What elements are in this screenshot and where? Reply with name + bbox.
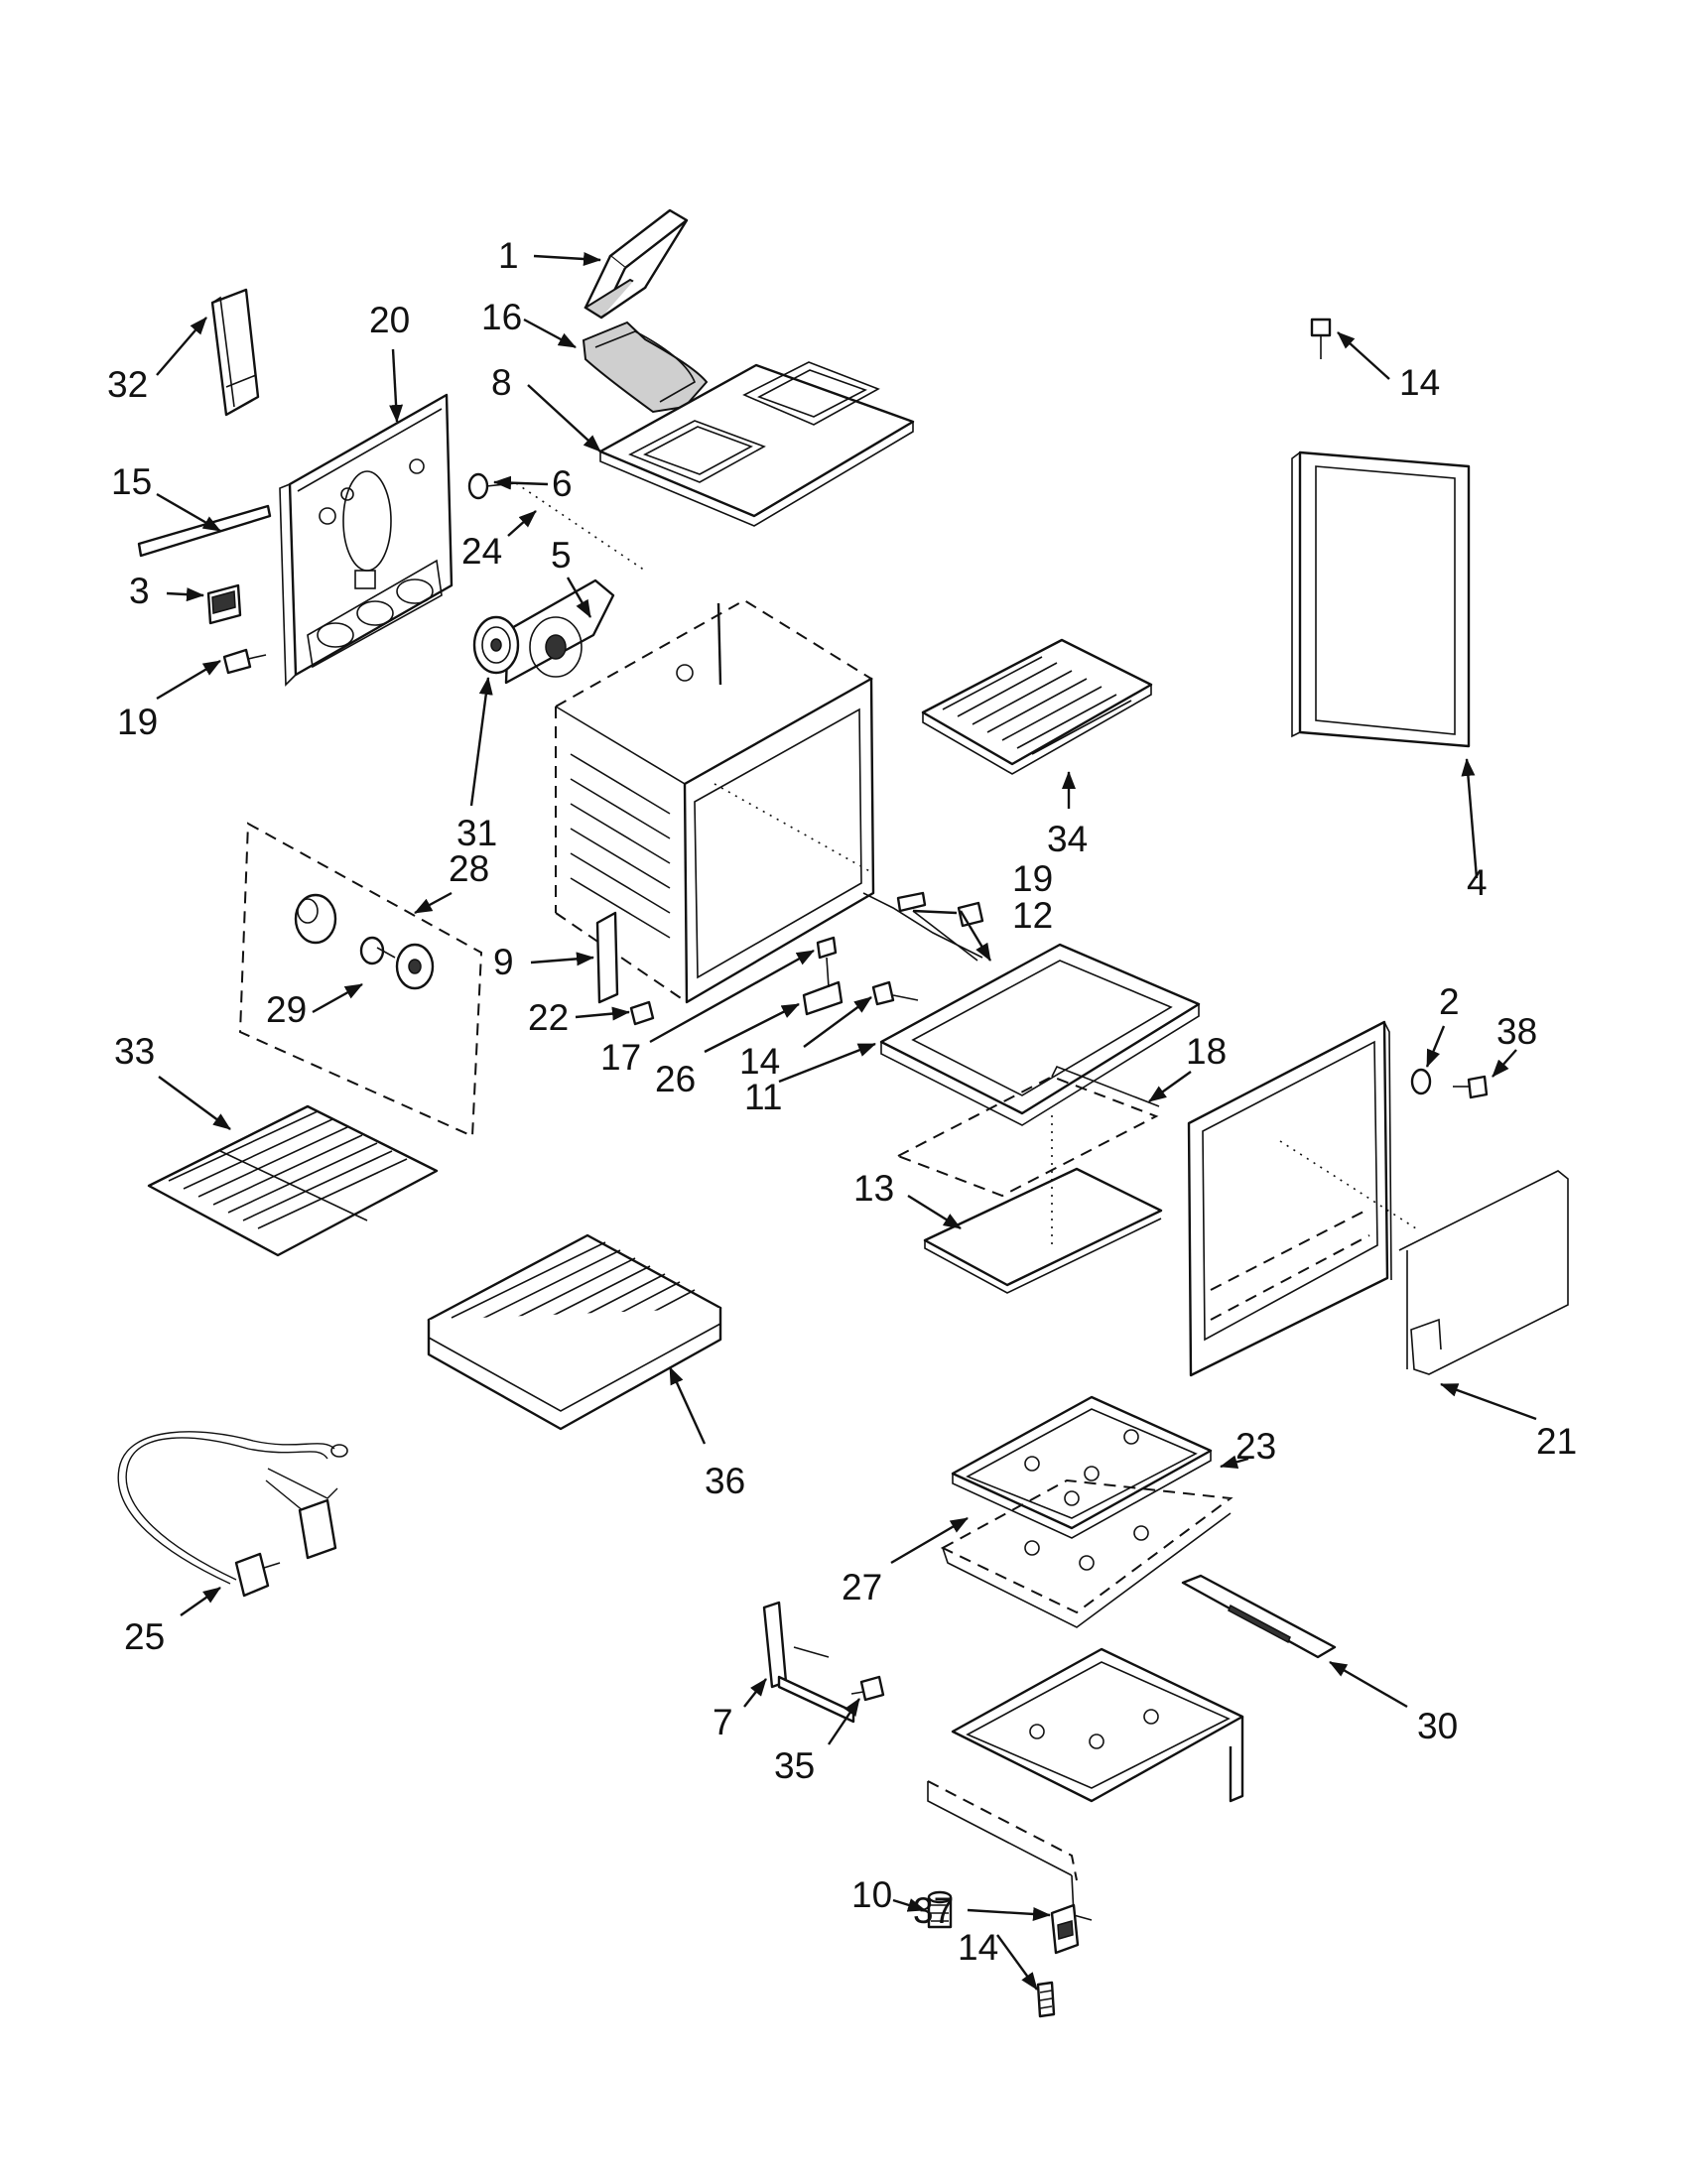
part-16-vent-trim [582, 321, 709, 414]
part-18-bake-shield [895, 1065, 1160, 1198]
part-21-door-gasket [1398, 1170, 1569, 1375]
part-1-vent-duct [584, 208, 689, 320]
part-36-roll-out-rack [427, 1233, 722, 1431]
part-22-screw [629, 1000, 655, 1026]
callout-33: 33 [114, 1031, 155, 1072]
oven-door-inner-panel [1187, 1020, 1392, 1377]
part-5-convection-fan-assembly [504, 578, 615, 685]
callout-18: 18 [1186, 1031, 1227, 1072]
callout-38: 38 [1496, 1011, 1537, 1052]
callout-28: 28 [449, 848, 489, 889]
callout-21: 21 [1536, 1421, 1577, 1462]
part-37-leveling-leg-bracket [1050, 1903, 1080, 1955]
callout-27: 27 [842, 1567, 882, 1607]
callout-14-bottom: 14 [958, 1927, 998, 1968]
part-38-screw [1453, 1075, 1489, 1099]
callout-9: 9 [493, 942, 514, 982]
part-19-screw-right [957, 901, 984, 928]
callout-24: 24 [461, 531, 502, 572]
callout-29: 29 [266, 989, 307, 1030]
part-31-fan-blade [472, 615, 520, 675]
storage-drawer-base-frame [927, 1647, 1244, 1921]
callout-13: 13 [853, 1168, 894, 1209]
callout-35: 35 [774, 1745, 815, 1786]
part-32-rear-bracket [210, 288, 260, 417]
part-35-screw [850, 1675, 885, 1702]
callout-25: 25 [124, 1616, 165, 1657]
callout-37: 37 [913, 1890, 954, 1931]
part-13-bake-element-cover [923, 1167, 1163, 1294]
callout-6: 6 [552, 463, 573, 504]
callout-12: 12 [1012, 895, 1053, 936]
callout-1: 1 [498, 235, 519, 276]
part-9-hinge-bracket [595, 911, 619, 1004]
part-33-oven-rack [147, 1104, 439, 1257]
part-26-bracket [802, 936, 844, 1016]
callout-32: 32 [107, 364, 148, 405]
callout-4: 4 [1467, 862, 1488, 903]
part-34-broil-rack [921, 638, 1153, 775]
callout-36: 36 [705, 1461, 745, 1501]
part-6-bearing [467, 472, 517, 500]
part-15-trim-strip [137, 504, 272, 558]
part-25-power-cord [117, 1431, 348, 1598]
part-23-base-panel [940, 1478, 1234, 1628]
oven-cavity [555, 598, 875, 1004]
callout-14-top: 14 [1399, 362, 1440, 403]
part-30-igniter-strip [1181, 1574, 1337, 1659]
callout-16: 16 [481, 297, 522, 337]
callout-19-right: 19 [1012, 858, 1053, 899]
callout-11: 11 [744, 1077, 782, 1117]
callout-22: 22 [528, 997, 569, 1038]
part-3-terminal-block [206, 583, 242, 625]
callout-26: 26 [655, 1059, 696, 1099]
leader-lines [156, 251, 1537, 1991]
part-20-rear-panel [279, 393, 454, 687]
callout-20: 20 [369, 300, 410, 340]
callout-3: 3 [129, 571, 150, 611]
callout-34: 34 [1047, 819, 1088, 859]
callout-31: 31 [456, 813, 497, 853]
callout-7: 7 [713, 1702, 733, 1742]
callout-5: 5 [551, 535, 572, 576]
part-8-burner-box [598, 361, 915, 527]
callout-8: 8 [491, 362, 512, 403]
part-14-screw-bottom [1036, 1981, 1056, 2018]
part-19-screw-left [222, 648, 267, 675]
callout-14-mid: 14 [739, 1041, 780, 1082]
part-11-oven-bottom [879, 943, 1201, 1126]
assembly-guide-lines [515, 482, 1420, 1250]
part-10-leveling-leg [927, 1890, 953, 1929]
part-7-anti-tip-bracket [762, 1601, 855, 1724]
part-28-oven-light-assembly [238, 822, 483, 1138]
callout-23: 23 [1235, 1426, 1276, 1467]
callout-2: 2 [1439, 981, 1460, 1022]
part-2-hinge-receiver [1410, 1068, 1432, 1095]
part-27-burner-base [951, 1395, 1213, 1539]
part-14-screw-mid [871, 980, 919, 1006]
part-14-screw-top [1310, 318, 1332, 359]
callout-10: 10 [851, 1874, 892, 1915]
part-4-door-frame [1291, 450, 1471, 748]
callout-17: 17 [600, 1037, 641, 1078]
callout-15: 15 [111, 461, 152, 502]
part-12-element-lead [862, 891, 983, 962]
callout-19: 19 [117, 702, 158, 742]
callout-30: 30 [1417, 1706, 1458, 1746]
callout-labels: 1 16 8 20 32 15 6 24 3 5 19 31 28 29 9 2… [107, 235, 1577, 1968]
